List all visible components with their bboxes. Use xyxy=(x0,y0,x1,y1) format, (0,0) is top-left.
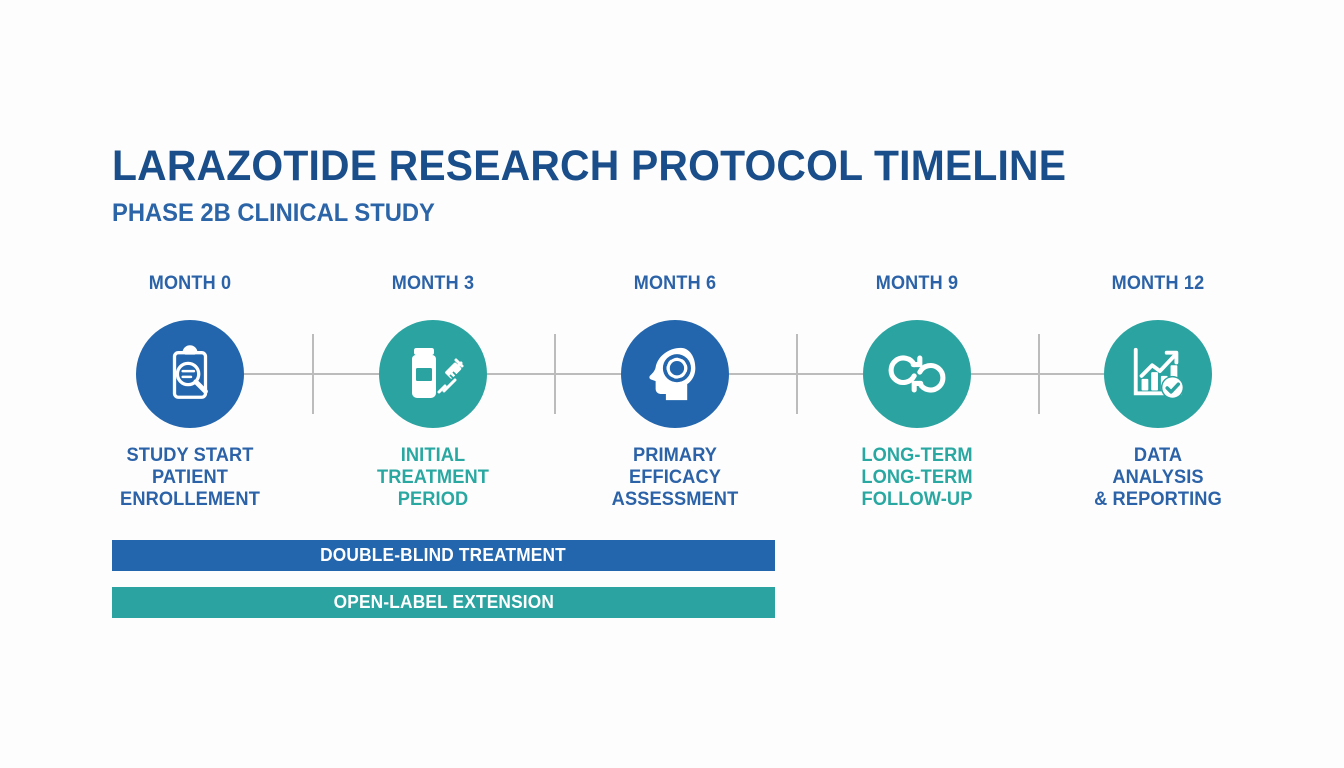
connector-line xyxy=(971,373,1104,375)
milestone-caption-line: EFFICACY xyxy=(629,467,721,488)
vial-syringe-icon xyxy=(401,342,465,406)
connector-tick xyxy=(554,334,556,414)
milestone-caption-line: ANALYSIS xyxy=(1112,467,1204,488)
milestone-caption-line: ASSESSMENT xyxy=(611,489,739,510)
connector-tick xyxy=(796,334,798,414)
page-subtitle: PHASE 2B CLINICAL STUDY xyxy=(112,199,435,227)
phase-bar-label: DOUBLE-BLIND TREATMENT xyxy=(320,545,567,565)
milestone-icon-circle xyxy=(863,320,971,428)
milestone-caption-line: LONG-TERM xyxy=(861,467,973,488)
milestone-caption-line: PATIENT xyxy=(151,467,228,488)
clipboard-magnifier-icon xyxy=(159,343,221,405)
connector-tick xyxy=(1038,334,1040,414)
milestone-icon-circle xyxy=(621,320,729,428)
milestone-month-label: MONTH 12 xyxy=(1111,273,1205,294)
milestone-caption-line: FOLLOW-UP xyxy=(861,489,973,510)
phase-bar-open-label-extension: OPEN-LABEL EXTENSION xyxy=(112,587,775,618)
milestone-caption-line: & REPORTING xyxy=(1094,489,1222,510)
milestone-caption-line: PERIOD xyxy=(397,489,469,510)
milestone-caption-line: STUDY START xyxy=(126,445,254,466)
connector-tick xyxy=(312,334,314,414)
milestone-caption-line: ENROLLEMENT xyxy=(120,489,260,510)
bar-chart-check-icon xyxy=(1127,344,1189,404)
connector-line xyxy=(244,373,379,375)
milestone-caption-line: LONG-TERM xyxy=(861,445,973,466)
milestone-month-label: MONTH 3 xyxy=(391,273,475,294)
phase-bar-double-blind-treatment: DOUBLE-BLIND TREATMENT xyxy=(112,540,775,571)
page-title: LARAZOTIDE RESEARCH PROTOCOL TIMELINE xyxy=(112,142,1067,190)
milestone-caption-line: PRIMARY xyxy=(632,445,718,466)
milestone-icon-circle xyxy=(1104,320,1212,428)
milestone-month-label: MONTH 9 xyxy=(875,273,959,294)
milestone-caption-line: INITIAL xyxy=(400,445,466,466)
milestone-caption-line: DATA xyxy=(1133,445,1183,466)
head-gear-icon xyxy=(644,343,706,405)
milestone-caption-line: TREATMENT xyxy=(377,467,489,488)
milestone-icon-circle xyxy=(379,320,487,428)
milestone-icon-circle xyxy=(136,320,244,428)
milestone-month-label: MONTH 6 xyxy=(633,273,717,294)
phase-bar-label: OPEN-LABEL EXTENSION xyxy=(333,592,554,612)
milestone-month-label: MONTH 0 xyxy=(148,273,232,294)
linked-circles-icon xyxy=(885,344,949,404)
